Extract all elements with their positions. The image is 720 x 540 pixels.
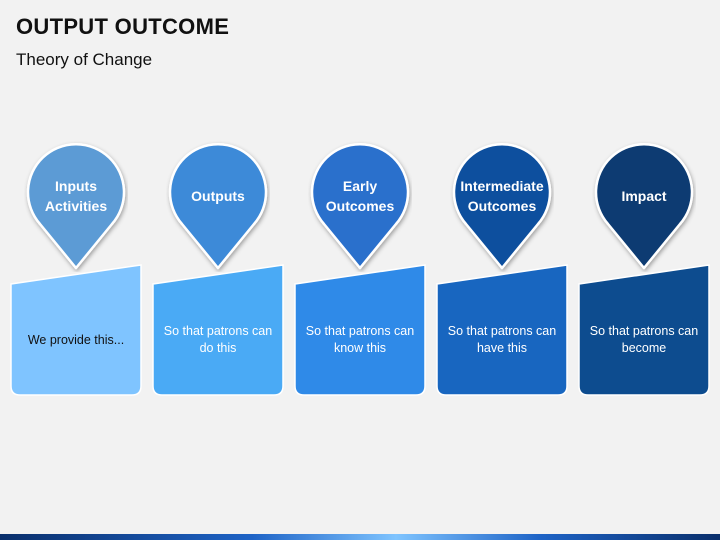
card-path	[578, 264, 710, 396]
pin-path	[452, 143, 552, 270]
slide-subtitle: Theory of Change	[16, 50, 153, 69]
card-path	[436, 264, 568, 396]
stage-heading-line: Outcomes	[325, 198, 395, 214]
card-shape	[294, 264, 426, 396]
card-path	[10, 264, 142, 396]
pin-shape	[452, 143, 552, 270]
stage-impact: Impact So that patrons can become	[578, 140, 710, 400]
card-path	[294, 264, 426, 396]
card-path	[152, 264, 284, 396]
stage-heading-line: Outputs	[191, 188, 245, 204]
stage-pin: Impact	[592, 140, 696, 272]
pin-shape	[594, 143, 694, 270]
stage-description: So that patrons can become	[589, 324, 699, 355]
slide-title: OUTPUT OUTCOME	[16, 14, 230, 39]
stage-outputs: Outputs So that patrons can do this	[152, 140, 284, 400]
pin-path	[594, 143, 694, 270]
stage-pin: Outputs	[166, 140, 270, 272]
pin-shape	[310, 143, 410, 270]
stage-heading-line: Outcomes	[467, 198, 537, 214]
stage-heading-line: Inputs	[55, 178, 97, 194]
stage-card: We provide this...	[10, 264, 142, 396]
stage-description: So that patrons can have this	[447, 324, 557, 355]
stage-heading-line: Early	[342, 178, 378, 194]
card-shape	[578, 264, 710, 396]
stage-card: So that patrons can have this	[436, 264, 568, 396]
pin-shape	[26, 143, 126, 270]
stage-description: We provide this...	[27, 332, 125, 347]
stage-heading-line: Activities	[44, 198, 108, 214]
stage-card: So that patrons can do this	[152, 264, 284, 396]
stage-description: So that patrons can do this	[163, 324, 273, 355]
card-shape	[436, 264, 568, 396]
stage-heading: Outputs	[170, 166, 266, 226]
stage-card: So that patrons can know this	[294, 264, 426, 396]
card-shape	[152, 264, 284, 396]
bottom-accent-bar	[0, 534, 720, 540]
stage-heading: Impact	[596, 166, 692, 226]
pin-shape	[168, 143, 268, 270]
stage-description: So that patrons can know this	[305, 324, 415, 355]
stage-card: So that patrons can become	[578, 264, 710, 396]
card-shape	[10, 264, 142, 396]
stage-heading-line: Intermediate	[460, 178, 544, 194]
pin-path	[168, 143, 268, 270]
pin-path	[310, 143, 410, 270]
pin-path	[26, 143, 126, 270]
stage-heading-line: Impact	[621, 188, 667, 204]
